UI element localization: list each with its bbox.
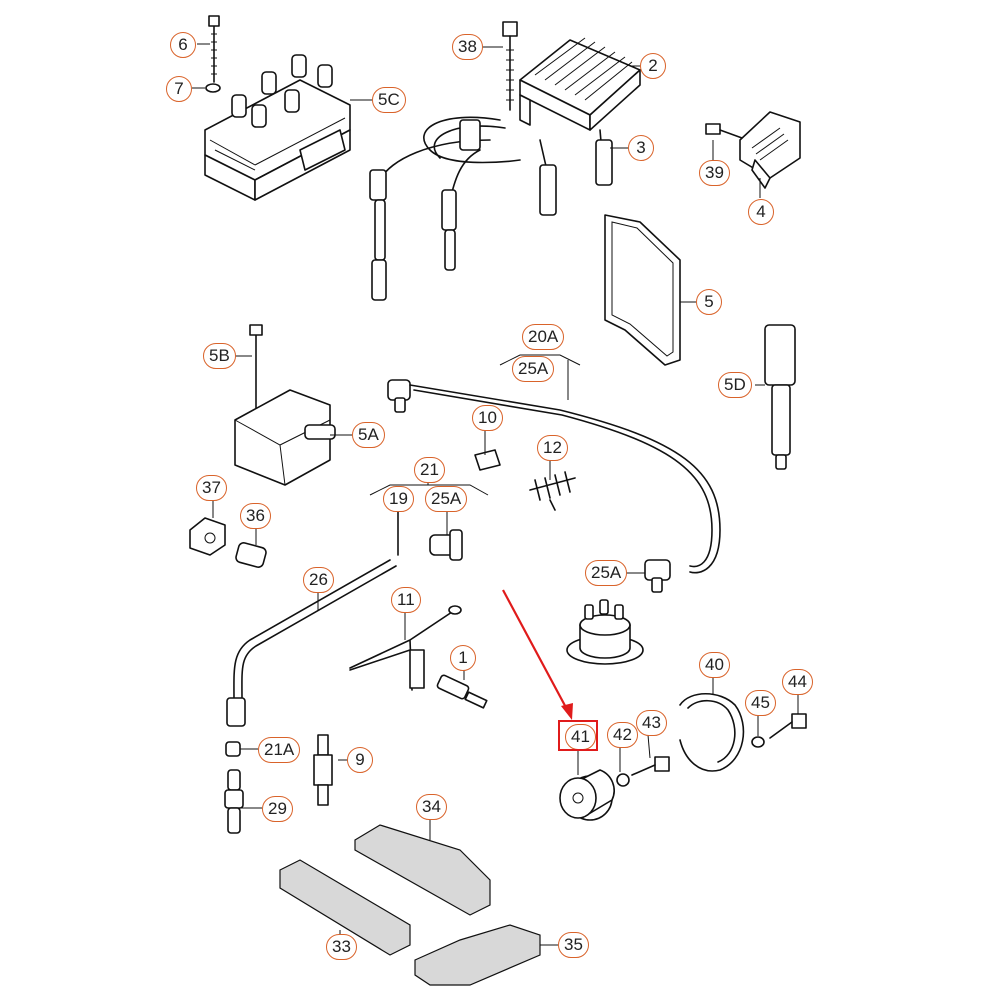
callout-11[interactable]: 11 xyxy=(391,587,421,613)
wire-holder-12-drawing xyxy=(529,471,576,511)
callout-40[interactable]: 40 xyxy=(699,652,730,678)
callout-35[interactable]: 35 xyxy=(558,932,589,958)
callout-5d[interactable]: 5D xyxy=(718,372,752,398)
callout-7[interactable]: 7 xyxy=(166,76,192,102)
callout-42[interactable]: 42 xyxy=(607,722,638,748)
callout-45[interactable]: 45 xyxy=(745,690,776,716)
damper-41-drawing xyxy=(559,769,615,821)
pencil-coil-5d-drawing xyxy=(764,324,796,470)
ht-lead-20a-drawing xyxy=(387,354,721,593)
callout-6[interactable]: 6 xyxy=(170,32,196,58)
callout-25a-top[interactable]: 25A xyxy=(512,356,555,382)
callout-4[interactable]: 4 xyxy=(748,199,774,225)
washer-45-drawing xyxy=(751,736,765,748)
callout-5a[interactable]: 5A xyxy=(352,422,385,448)
callout-39[interactable]: 39 xyxy=(699,160,730,186)
pointer-arrow xyxy=(502,589,571,716)
callout-5[interactable]: 5 xyxy=(696,289,722,315)
callout-19[interactable]: 19 xyxy=(383,486,414,512)
spark-plug-9-drawing xyxy=(313,734,333,806)
clip-10-drawing xyxy=(474,449,501,471)
bolt-38-drawing xyxy=(502,21,518,111)
gasket-5-drawing xyxy=(604,214,681,366)
shield-35-drawing xyxy=(414,924,541,986)
callout-37[interactable]: 37 xyxy=(196,475,227,501)
lead-group-21-drawing xyxy=(369,475,489,561)
callout-44[interactable]: 44 xyxy=(782,669,813,695)
callout-25a-right[interactable]: 25A xyxy=(585,560,628,586)
connector-29-drawing xyxy=(224,769,244,834)
shield-33-drawing xyxy=(279,859,411,956)
callout-29[interactable]: 29 xyxy=(262,796,293,822)
callout-41[interactable]: 41 xyxy=(565,724,596,750)
callout-25a-mid[interactable]: 25A xyxy=(425,486,468,512)
callout-34[interactable]: 34 xyxy=(416,794,447,820)
callout-26[interactable]: 26 xyxy=(303,567,334,593)
coil-5a-drawing xyxy=(234,324,336,486)
bolt-43-drawing xyxy=(631,756,670,776)
boot-21a-drawing xyxy=(225,741,241,757)
callout-20a[interactable]: 20A xyxy=(522,324,565,350)
washer-7-drawing xyxy=(205,83,221,93)
bracket-11-drawing xyxy=(349,609,456,691)
callout-36[interactable]: 36 xyxy=(240,503,271,529)
clamp-40-drawing xyxy=(679,680,745,772)
callout-5b[interactable]: 5B xyxy=(203,343,236,369)
bolt-6-drawing xyxy=(208,15,220,83)
callout-1[interactable]: 1 xyxy=(450,645,476,671)
coil-pack-5c-drawing xyxy=(204,54,351,201)
washer-42-drawing xyxy=(616,773,630,787)
nut-37-drawing xyxy=(189,517,226,556)
callout-10[interactable]: 10 xyxy=(472,405,503,431)
ignition-module-2-drawing xyxy=(519,37,641,131)
bolt-44-drawing xyxy=(769,713,807,739)
highlight-box-41 xyxy=(558,720,598,751)
callout-2[interactable]: 2 xyxy=(640,53,666,79)
callout-43[interactable]: 43 xyxy=(636,710,667,736)
lead-26-drawing xyxy=(233,559,391,701)
callout-5c[interactable]: 5C xyxy=(372,87,406,113)
shield-34-drawing xyxy=(354,824,491,916)
sensor-1-drawing xyxy=(436,674,488,709)
ignition-wires-3-drawing xyxy=(369,116,613,301)
sleeve-36-drawing xyxy=(235,530,267,568)
callout-9[interactable]: 9 xyxy=(347,747,373,773)
callout-21[interactable]: 21 xyxy=(414,457,445,483)
callout-12[interactable]: 12 xyxy=(537,435,568,461)
callout-3[interactable]: 3 xyxy=(628,135,654,161)
callout-38[interactable]: 38 xyxy=(452,34,483,60)
pointer-arrowhead xyxy=(561,703,573,720)
distributor-cap-drawing xyxy=(566,599,644,665)
callout-21a[interactable]: 21A xyxy=(258,737,301,763)
sensor-4-drawing xyxy=(705,111,801,189)
callout-33[interactable]: 33 xyxy=(326,934,357,960)
